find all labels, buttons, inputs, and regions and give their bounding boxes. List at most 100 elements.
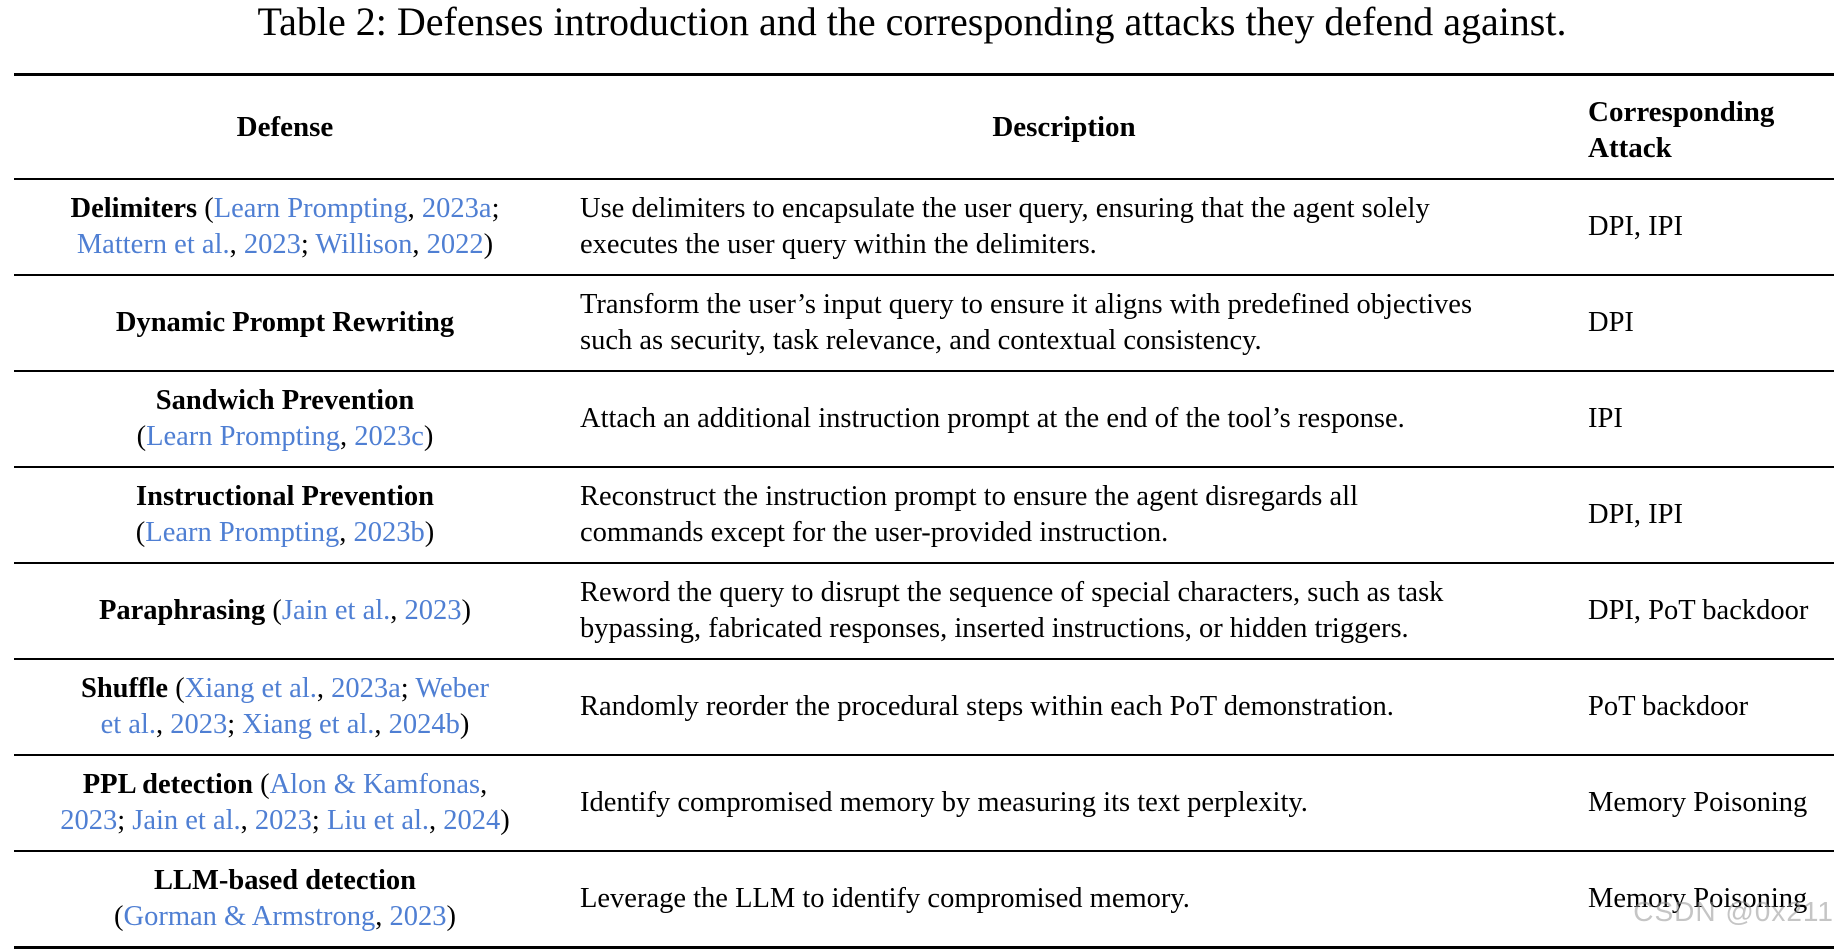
citation-line: et al., 2023; Xiang et al., 2024b) [24, 707, 546, 743]
defense-name: Shuffle [80, 673, 169, 704]
citation-link[interactable]: 2023 [60, 805, 118, 836]
citation-line: 2023; Jain et al., 2023; Liu et al., 202… [24, 803, 546, 839]
citation-link[interactable]: Mattern et al. [76, 229, 230, 260]
citation-link[interactable]: Learn Prompting [145, 517, 340, 548]
defense-cell: Sandwich Prevention(Learn Prompting, 202… [14, 371, 556, 467]
citation-punctuation: ) [423, 421, 434, 452]
citation-line: (Learn Prompting, 2023b) [24, 515, 546, 551]
attack-cell: DPI, PoT backdoor [1588, 595, 1809, 626]
citation-link[interactable]: 2023 [254, 805, 312, 836]
citation-punctuation: ( [197, 193, 214, 224]
citation-punctuation: ; [491, 193, 500, 224]
citation-link[interactable]: Xiang et al. [184, 673, 317, 704]
citation-punctuation: ) [459, 709, 470, 740]
defense-name: Instructional Prevention [136, 481, 434, 512]
description-cell: Attach an additional instruction prompt … [556, 371, 1572, 467]
citation-punctuation: ( [265, 595, 282, 626]
citation-punctuation: ; [300, 229, 316, 260]
description-line: executes the user query within the delim… [580, 229, 1097, 260]
column-header-attack: Corresponding Attack [1572, 75, 1834, 180]
description-line: Leverage the LLM to identify compromised… [580, 882, 1190, 914]
citation-punctuation: ; [400, 673, 416, 704]
citation-link[interactable]: Gorman & Armstrong [123, 900, 376, 932]
defense-name: Dynamic Prompt Rewriting [115, 307, 455, 338]
citation-link[interactable]: 2023c [354, 421, 424, 452]
description-line: Use delimiters to encapsulate the user q… [580, 193, 1430, 224]
attack-cell: DPI, IPI [1588, 499, 1684, 530]
citation-link[interactable]: 2022 [426, 229, 484, 260]
defense-line: Shuffle (Xiang et al., 2023a; Weber [24, 671, 546, 707]
column-header-attack-line2: Attack [1588, 132, 1672, 164]
citation-link[interactable]: 2023a [331, 673, 401, 704]
defense-cell: LLM-based detection(Gorman & Armstrong, … [14, 851, 556, 947]
citation-punctuation: ; [311, 805, 327, 836]
defense-line: Delimiters (Learn Prompting, 2023a; [24, 191, 546, 227]
description-cell: Reword the query to disrupt the sequence… [556, 563, 1572, 659]
citation-punctuation: ( [168, 673, 185, 704]
citation-punctuation: , [339, 517, 354, 548]
defense-name: PPL detection [82, 769, 253, 800]
citation-punctuation: , [480, 769, 488, 800]
citation-link[interactable]: 2023b [353, 517, 425, 548]
attack-cell: Memory Poisoning [1588, 882, 1808, 914]
citation-link[interactable]: 2023 [170, 709, 228, 740]
defense-line: LLM-based detection [24, 863, 546, 899]
description-line: commands except for the user-provided in… [580, 517, 1169, 548]
citation-punctuation: ( [252, 769, 270, 800]
citation-punctuation: , [390, 595, 405, 626]
defense-cell: Paraphrasing (Jain et al., 2023) [14, 563, 556, 659]
attack-cell: DPI [1588, 307, 1634, 338]
defense-name: LLM-based detection [153, 864, 417, 896]
citation-link[interactable]: 2024 [443, 805, 501, 836]
defense-name: Delimiters [70, 193, 198, 224]
citation-punctuation: , [316, 673, 332, 704]
citation-link[interactable]: 2024b [388, 709, 460, 740]
citation-link[interactable]: 2023a [421, 193, 492, 224]
defense-cell: PPL detection (Alon & Kamfonas,2023; Jai… [14, 755, 556, 851]
citation-link[interactable]: Jain et al. [281, 595, 391, 626]
citation-line: (Gorman & Armstrong, 2023) [24, 899, 546, 935]
defense-name: Sandwich Prevention [155, 385, 415, 416]
citation-punctuation: , [429, 805, 444, 836]
description-cell: Identify compromised memory by measuring… [556, 755, 1572, 851]
citation-line: (Learn Prompting, 2023c) [24, 419, 546, 455]
citation-link[interactable]: Jain et al. [132, 805, 241, 836]
description-line: Reconstruct the instruction prompt to en… [580, 481, 1359, 512]
description-cell: Leverage the LLM to identify compromised… [556, 851, 1572, 947]
description-cell: Reconstruct the instruction prompt to en… [556, 467, 1572, 563]
attack-cell: PoT backdoor [1588, 691, 1749, 722]
citation-link[interactable]: Learn Prompting [146, 421, 340, 452]
defense-cell: Instructional Prevention(Learn Prompting… [14, 467, 556, 563]
citation-link[interactable]: 2023 [389, 900, 447, 932]
defenses-table: Defense Description Corresponding Attack… [14, 73, 1834, 949]
citation-punctuation: , [340, 421, 355, 452]
table-row: PPL detection (Alon & Kamfonas,2023; Jai… [14, 755, 1834, 851]
citation-punctuation: ( [136, 421, 147, 452]
defense-name: Paraphrasing [98, 595, 266, 626]
table-body: Delimiters (Learn Prompting, 2023a;Matte… [14, 179, 1834, 947]
citation-link[interactable]: Xiang et al. [242, 709, 375, 740]
description-line: bypassing, fabricated responses, inserte… [580, 613, 1409, 644]
citation-link[interactable]: et al. [100, 709, 156, 740]
citation-link[interactable]: Learn Prompting [213, 193, 408, 224]
citation-link[interactable]: Willison [315, 229, 413, 260]
table-row: LLM-based detection(Gorman & Armstrong, … [14, 851, 1834, 947]
defense-line: Instructional Prevention [24, 479, 546, 515]
description-cell: Use delimiters to encapsulate the user q… [556, 179, 1572, 275]
citation-link[interactable]: Alon & Kamfonas [269, 769, 481, 800]
description-cell: Randomly reorder the procedural steps wi… [556, 659, 1572, 755]
citation-link[interactable]: 2023 [404, 595, 462, 626]
description-line: such as security, task relevance, and co… [580, 325, 1262, 356]
column-header-description: Description [992, 111, 1136, 143]
defense-cell: Delimiters (Learn Prompting, 2023a;Matte… [14, 179, 556, 275]
citation-link[interactable]: Liu et al. [326, 805, 430, 836]
description-line: Attach an additional instruction prompt … [580, 403, 1405, 434]
citation-punctuation: ) [424, 517, 435, 548]
description-line: Transform the user’s input query to ensu… [580, 289, 1473, 320]
citation-link[interactable]: Weber [415, 673, 489, 704]
citation-punctuation: ) [500, 805, 510, 836]
citation-link[interactable]: 2023 [243, 229, 301, 260]
citation-punctuation: ) [461, 595, 472, 626]
